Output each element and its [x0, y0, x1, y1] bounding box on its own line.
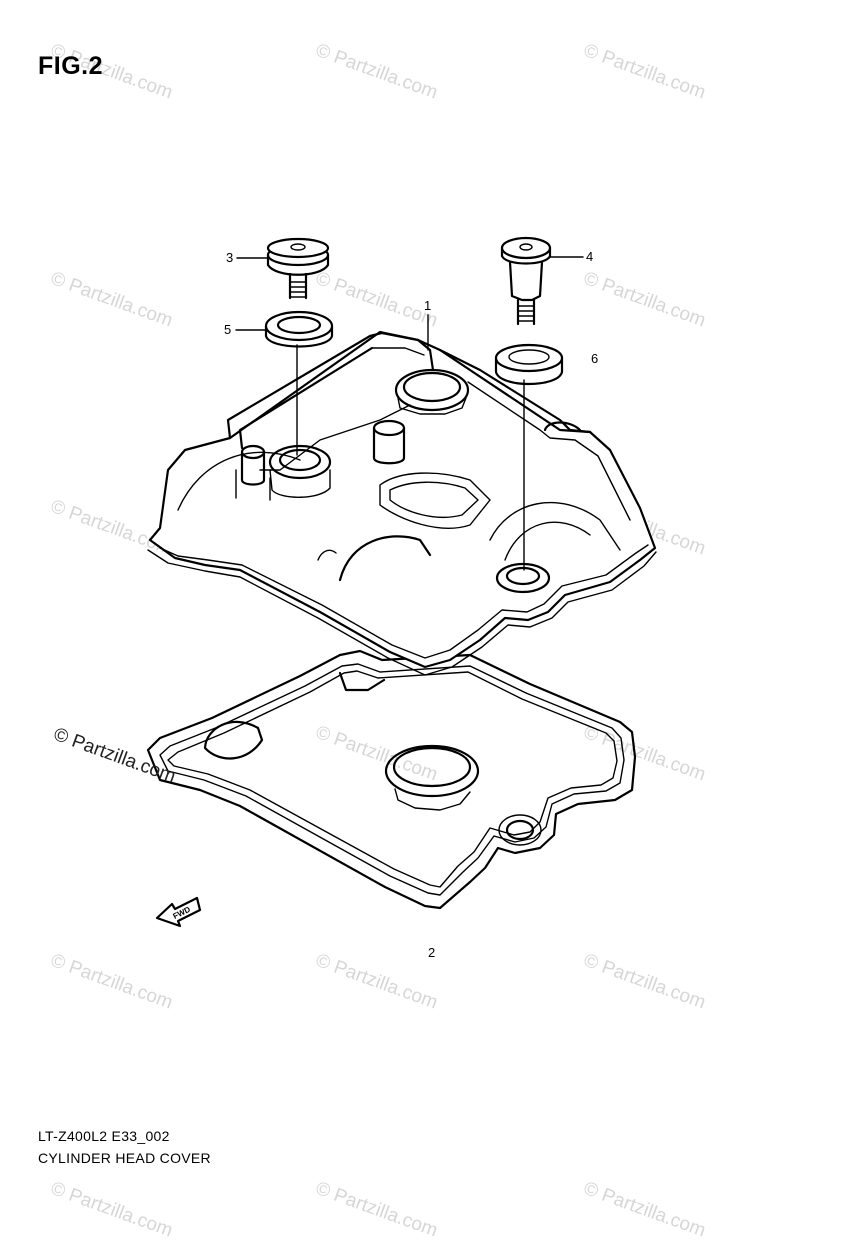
- section-name: CYLINDER HEAD COVER: [38, 1150, 211, 1166]
- figure-title: FIG.2: [38, 52, 104, 80]
- callout-5: 5: [224, 322, 232, 337]
- gasket-part-2: [146, 649, 637, 910]
- alignment-lines: [296, 344, 525, 571]
- bolt-part-4: [500, 236, 552, 326]
- callout-4: 4: [586, 249, 594, 264]
- callout-1: 1: [424, 298, 432, 313]
- head-cover-part-1: [147, 330, 657, 676]
- model-code: LT-Z400L2 E33_002: [38, 1128, 170, 1144]
- callout-6: 6: [591, 351, 599, 366]
- washer-part-5: [264, 310, 334, 348]
- fwd-arrow-icon: FWD: [155, 896, 202, 928]
- grommet-part-6: [494, 343, 564, 386]
- bolt-part-3: [266, 237, 330, 300]
- callout-3: 3: [226, 250, 234, 265]
- leader-lines: [235, 256, 584, 351]
- parts-diagram: FWD: [146, 236, 657, 928]
- callout-2: 2: [428, 945, 436, 960]
